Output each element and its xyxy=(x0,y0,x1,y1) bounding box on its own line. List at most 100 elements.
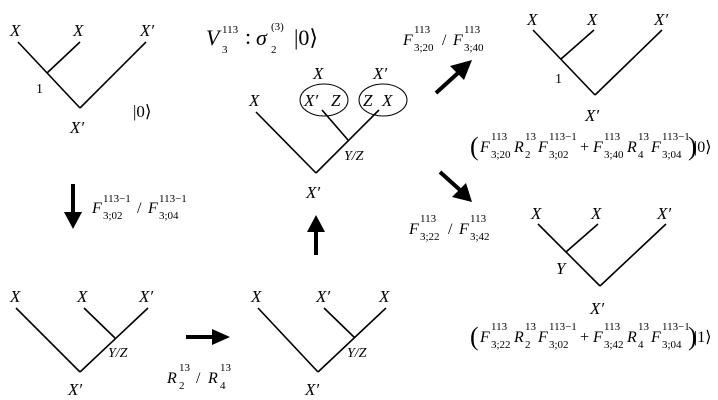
svg-text:113: 113 xyxy=(464,24,481,36)
svg-text:/: / xyxy=(448,221,453,238)
svg-text:3;20: 3;20 xyxy=(414,42,434,54)
svg-text:4: 4 xyxy=(220,380,226,392)
tree-d-root: X′ xyxy=(305,183,320,202)
svg-text:F: F xyxy=(537,139,548,156)
svg-text:113−1: 113−1 xyxy=(662,131,690,143)
svg-text:113: 113 xyxy=(414,24,431,36)
svg-text:): ) xyxy=(688,322,697,351)
tree-c-leaf-1: X xyxy=(250,287,262,306)
tree-d-leaf-1: X xyxy=(248,91,260,110)
svg-text:2: 2 xyxy=(525,149,531,161)
tree-d-ellipse-right xyxy=(358,83,408,117)
svg-text:113−1: 113−1 xyxy=(549,321,577,333)
arrow-down-head xyxy=(64,212,82,229)
svg-text:113: 113 xyxy=(491,321,508,333)
arrow-down-label: F 113−1 3;02 / F 113−1 3;04 xyxy=(91,193,187,222)
svg-text:+: + xyxy=(580,139,589,156)
tree-b-leaf-2: X xyxy=(76,287,88,306)
tree-b-leaf-3: X′ xyxy=(138,287,153,306)
tree-c: X X′ X Y/Z X′ xyxy=(250,287,390,399)
svg-text:F: F xyxy=(592,329,603,346)
svg-text:3;02: 3;02 xyxy=(103,210,123,222)
tree-e-vertex-label: 1 xyxy=(555,72,562,87)
svg-text:|1⟩: |1⟩ xyxy=(694,329,711,346)
svg-text:/: / xyxy=(196,370,201,387)
svg-text:113: 113 xyxy=(604,131,621,143)
tree-d-top-1: X xyxy=(312,64,324,83)
svg-text:13: 13 xyxy=(638,321,650,333)
tree-e-leaf-3: X′ xyxy=(653,10,668,29)
svg-text:4: 4 xyxy=(638,339,644,351)
svg-text:2: 2 xyxy=(525,339,531,351)
svg-text:F: F xyxy=(458,221,469,238)
svg-text:113: 113 xyxy=(491,131,508,143)
arrow-down xyxy=(64,184,82,229)
tree-a-leaf-3: X′ xyxy=(139,21,154,40)
title-v-sub: 3 xyxy=(222,44,228,56)
tree-a: X X X′ 1 X′ |0⟩ xyxy=(9,21,154,137)
svg-text:F: F xyxy=(650,139,661,156)
arrow-right xyxy=(186,329,230,345)
tree-e-root: X′ xyxy=(584,106,599,125)
tree-d: X X′ X X′ Z Z X Y/Z X′ xyxy=(248,64,408,202)
tree-f-vertex-label: Y xyxy=(556,259,567,278)
svg-text:2: 2 xyxy=(179,380,185,392)
svg-text:13: 13 xyxy=(525,321,537,333)
tree-f-leaf-3: X′ xyxy=(656,204,671,223)
svg-text:3;22: 3;22 xyxy=(420,231,440,243)
tree-e: X X X′ 1 X′ xyxy=(526,10,668,125)
tree-f-leaf-2: X xyxy=(590,204,602,223)
tree-b-leaf-1: X xyxy=(9,287,21,306)
tree-a-branch-right xyxy=(79,41,147,109)
tree-d-ellipse-left-a: X′ xyxy=(303,91,318,110)
svg-text:113−1: 113−1 xyxy=(159,193,187,205)
tree-a-branch-middle xyxy=(46,41,81,74)
svg-text:3;04: 3;04 xyxy=(159,210,179,222)
tree-c-leaf-2: X′ xyxy=(315,287,330,306)
tree-d-vertex-label: Y/Z xyxy=(344,149,364,164)
title-v-sup: 113 xyxy=(222,24,239,36)
arrow-right-head xyxy=(212,329,230,345)
svg-text:/: / xyxy=(442,32,447,49)
tree-a-ket: |0⟩ xyxy=(133,102,152,121)
svg-text:F: F xyxy=(479,329,490,346)
tree-a-branch-left xyxy=(17,41,81,109)
tree-a-vertex-label: 1 xyxy=(36,82,43,97)
tree-d-ellipse-left xyxy=(299,83,349,117)
svg-text:R: R xyxy=(626,329,637,346)
svg-text:3;42: 3;42 xyxy=(470,231,490,243)
svg-text:F: F xyxy=(479,139,490,156)
svg-text:13: 13 xyxy=(179,362,191,374)
lower-expression: ( F 113 3;22 R 13 2 F 113−1 3;02 + F 113… xyxy=(470,321,711,351)
tree-a-leaf-2: X xyxy=(72,21,84,40)
arrow-up xyxy=(307,215,325,255)
tree-c-root: X′ xyxy=(304,380,319,399)
tree-a-leaf-1: X xyxy=(9,21,21,40)
svg-text:3;02: 3;02 xyxy=(549,149,569,161)
title-expression: V 113 3 : σ (3) 2 |0⟩ xyxy=(206,21,318,56)
tree-d-top-2: X′ xyxy=(372,64,387,83)
tree-f-root: X′ xyxy=(589,299,604,318)
svg-text:3;40: 3;40 xyxy=(464,42,484,54)
title-sigma-sub: 2 xyxy=(271,44,277,56)
svg-text:): ) xyxy=(688,132,697,161)
title-colon: : xyxy=(245,24,251,49)
tree-d-ellipse-right-a: Z xyxy=(363,91,373,110)
tree-c-vertex-label: Y/Z xyxy=(347,346,367,361)
arrow-lower-branch xyxy=(438,170,472,202)
svg-text:F: F xyxy=(402,32,413,49)
label-r1: R xyxy=(166,370,177,387)
label-f2: F xyxy=(147,200,158,217)
svg-text:3;20: 3;20 xyxy=(491,149,511,161)
svg-text:113−1: 113−1 xyxy=(662,321,690,333)
tree-a-root: X′ xyxy=(69,118,84,137)
tree-e-leaf-2: X xyxy=(586,10,598,29)
label-r2: R xyxy=(207,370,218,387)
arrow-right-label: R 13 2 / R 13 4 xyxy=(166,362,232,392)
svg-text:F: F xyxy=(592,139,603,156)
svg-text:4: 4 xyxy=(638,149,644,161)
arrow-up-head xyxy=(307,215,325,232)
svg-text:R: R xyxy=(513,329,524,346)
arrow-upper-branch-head xyxy=(450,60,472,80)
